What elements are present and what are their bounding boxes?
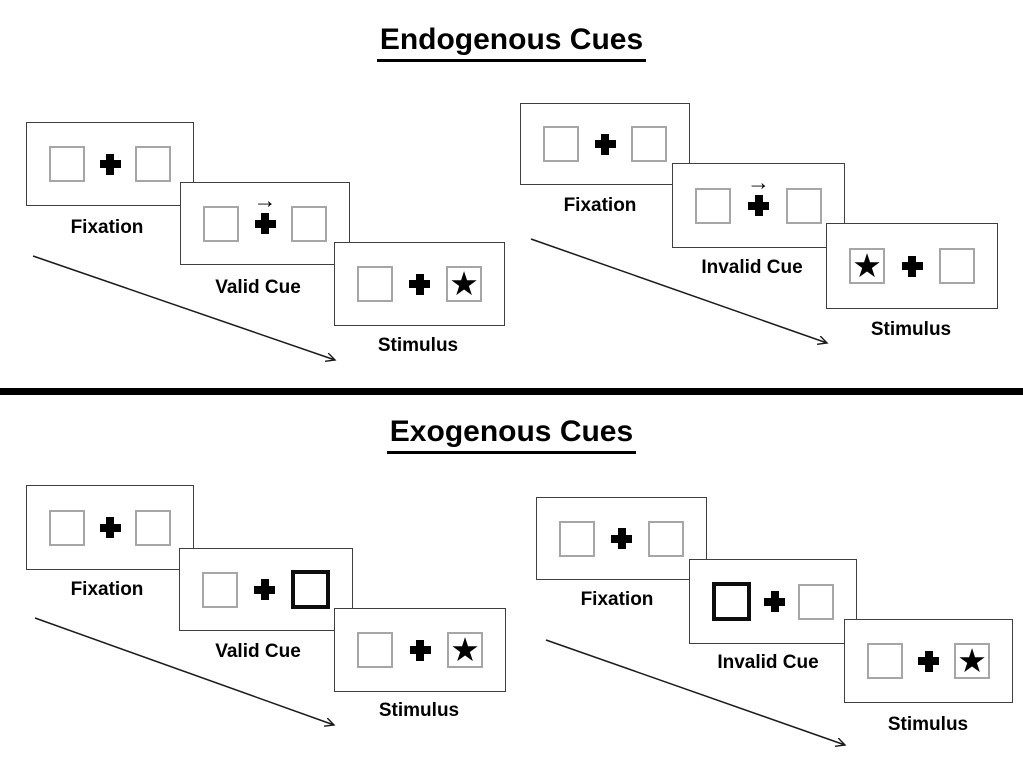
exogenous-invalid-stimulus-panel: ★ (844, 619, 1013, 703)
left-placeholder-box (559, 520, 595, 557)
left-placeholder-box (357, 632, 393, 668)
fixation-cross-icon (254, 579, 275, 600)
panel-label-fixation: Fixation (70, 217, 144, 238)
star-icon: ★ (449, 264, 479, 302)
left-placeholder-box (49, 146, 85, 182)
panel-label-fixation: Fixation (70, 579, 144, 600)
fixation-cross (100, 154, 121, 175)
right-placeholder-box (648, 520, 684, 557)
fixation-cross (902, 256, 923, 277)
sequence-arrow-endogenous-valid (32, 255, 335, 360)
fixation-cross (764, 591, 785, 612)
section-title-text: Exogenous Cues (386, 414, 637, 454)
endogenous-valid-stimulus-panel: ★ (334, 242, 505, 326)
fixation-cross (254, 579, 275, 600)
right-placeholder-box (939, 248, 975, 284)
right-placeholder-box (291, 205, 327, 242)
panel-label-stimulus: Stimulus (378, 700, 460, 721)
exogenous-valid-cue-panel (179, 548, 353, 631)
fixation-cross (595, 134, 616, 155)
panel-label-stimulus: Stimulus (377, 335, 459, 356)
fixation-cross (409, 274, 430, 295)
right-placeholder-box (786, 187, 822, 224)
fixation-cross (918, 651, 939, 672)
fixation-cross-icon (255, 213, 276, 234)
left-placeholder-box (357, 266, 393, 302)
right-arrow-cue-icon: → (253, 187, 277, 213)
panel-label-cue: Valid Cue (215, 277, 301, 298)
fixation-cross-icon (611, 528, 632, 549)
star-icon: ★ (450, 630, 480, 668)
fixation-cross-icon (100, 517, 121, 538)
fixation-cross: → (747, 171, 770, 216)
endogenous-valid-fixation-panel (26, 122, 194, 206)
left-highlight-cue-box (712, 582, 751, 621)
left-placeholder-box (867, 643, 903, 679)
endogenous-valid-cue-panel: → (180, 182, 350, 265)
left-target-box: ★ (849, 248, 885, 284)
left-placeholder-box (49, 509, 85, 546)
exogenous-invalid-fixation-panel (536, 497, 707, 580)
panel-label-stimulus: Stimulus (887, 714, 969, 735)
panel-label-stimulus: Stimulus (870, 319, 952, 340)
endogenous-invalid-fixation-panel (520, 103, 690, 185)
section-title-exogenous: Exogenous Cues (0, 414, 1023, 454)
right-target-box: ★ (447, 632, 483, 668)
panel-label-cue: Invalid Cue (701, 257, 803, 278)
right-highlight-cue-box (291, 570, 330, 609)
fixation-cross (100, 517, 121, 538)
fixation-cross: → (254, 189, 277, 234)
fixation-cross-icon (595, 134, 616, 155)
fixation-cross-icon (410, 640, 431, 661)
star-icon: ★ (957, 641, 987, 679)
fixation-cross (611, 528, 632, 549)
sequence-arrow-exogenous-invalid (545, 639, 845, 745)
section-divider (0, 388, 1023, 395)
right-arrow-cue-icon: → (747, 169, 770, 195)
left-placeholder-box (203, 205, 239, 242)
section-title-endogenous: Endogenous Cues (0, 22, 1023, 62)
sequence-arrow-exogenous-valid (34, 617, 334, 725)
panel-label-fixation: Fixation (580, 589, 654, 610)
fixation-cross-icon (918, 651, 939, 672)
right-placeholder-box (631, 126, 667, 162)
panel-label-cue: Valid Cue (215, 641, 301, 662)
panel-label-fixation: Fixation (563, 195, 637, 216)
left-placeholder-box (543, 126, 579, 162)
sequence-arrow-endogenous-invalid (530, 238, 827, 343)
star-icon: ★ (852, 246, 882, 284)
fixation-cross (410, 640, 431, 661)
fixation-cross-icon (409, 274, 430, 295)
fixation-cross-icon (764, 591, 785, 612)
right-placeholder-box (135, 146, 171, 182)
endogenous-invalid-cue-panel: → (672, 163, 845, 248)
right-placeholder-box (798, 583, 834, 620)
exogenous-valid-stimulus-panel: ★ (334, 608, 506, 692)
exogenous-invalid-cue-panel (689, 559, 857, 644)
panel-label-cue: Invalid Cue (717, 652, 819, 673)
right-placeholder-box (135, 509, 171, 546)
fixation-cross-icon (748, 195, 769, 216)
section-title-text: Endogenous Cues (376, 22, 647, 62)
fixation-cross-icon (100, 154, 121, 175)
right-target-box: ★ (446, 266, 482, 302)
left-placeholder-box (202, 571, 238, 608)
endogenous-invalid-stimulus-panel: ★ (826, 223, 998, 309)
exogenous-valid-fixation-panel (26, 485, 194, 570)
right-target-box: ★ (954, 643, 990, 679)
fixation-cross-icon (902, 256, 923, 277)
left-placeholder-box (695, 187, 731, 224)
